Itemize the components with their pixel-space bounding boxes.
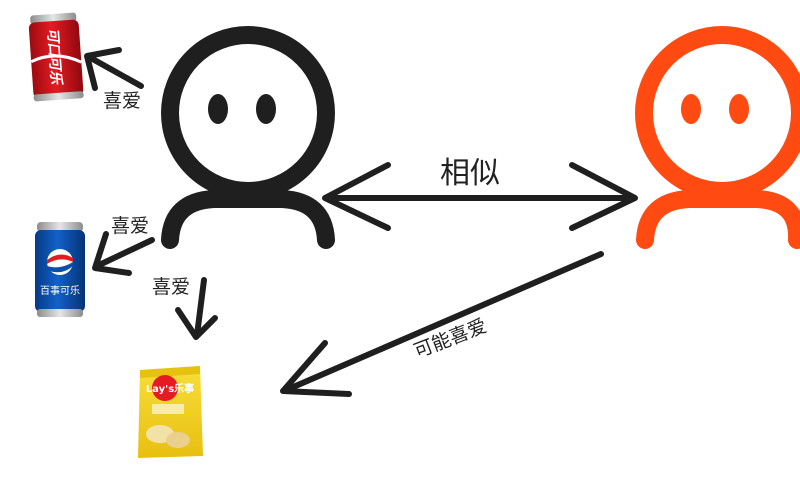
likes-chips-arrow: [175, 277, 218, 340]
likes-coke-label: 喜爱: [103, 90, 141, 112]
user-b-body: [636, 190, 800, 249]
user-a-left-eye: [208, 94, 228, 124]
pepsi-can-icon: 百事可乐: [35, 222, 85, 317]
user-b-head: [635, 26, 800, 200]
likes-chips-label: 喜爱: [152, 276, 190, 298]
might-like-arrow: [280, 251, 604, 397]
potato-chips-bag-icon: Lay's乐事: [138, 366, 203, 458]
similar-arrow: [322, 162, 638, 231]
cola-can-icon: 可口可乐: [28, 12, 84, 102]
likes-pepsi-arrow: [92, 231, 155, 276]
user-b-icon: [635, 26, 800, 249]
user-a-icon: [161, 26, 335, 249]
user-a-body: [161, 190, 335, 249]
user-b-left-eye: [681, 94, 701, 124]
likes-coke-arrow: [84, 47, 144, 91]
chips-brand: Lay's乐事: [146, 382, 194, 395]
cola-can-text: 可口可乐: [44, 28, 64, 87]
user-b-right-eye: [729, 94, 749, 124]
similar-label: 相似: [440, 156, 500, 191]
user-a-right-eye: [256, 94, 276, 124]
likes-pepsi-label: 喜爱: [111, 215, 149, 237]
pepsi-can-text: 百事可乐: [40, 284, 80, 297]
user-a-head: [161, 26, 335, 200]
